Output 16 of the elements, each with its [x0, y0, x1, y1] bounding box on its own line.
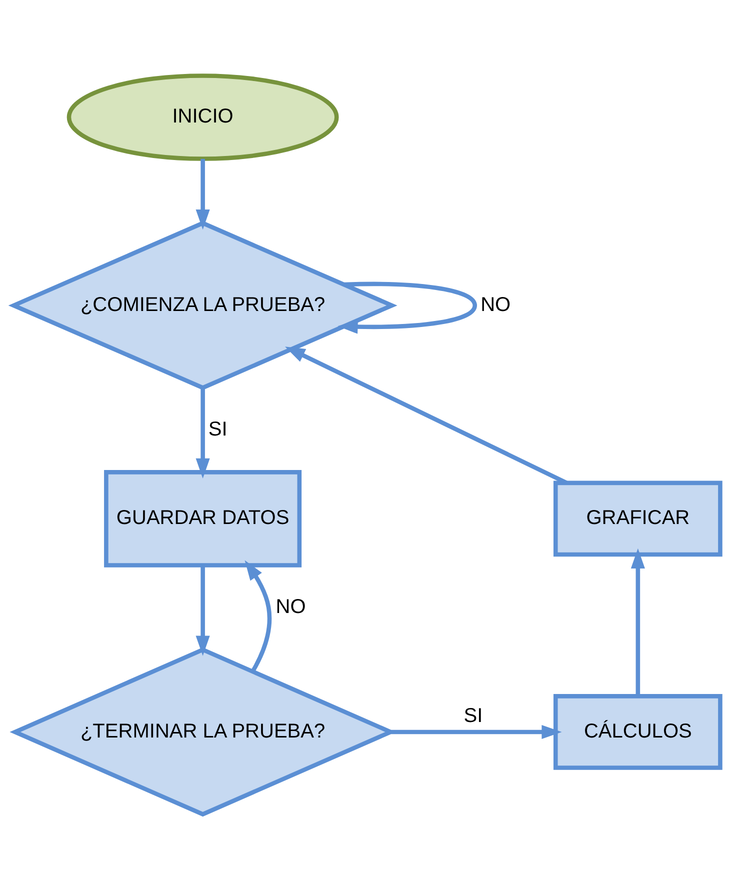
node-box: GUARDAR DATOS	[104, 470, 302, 568]
arrow	[391, 724, 562, 740]
edge-label: SI	[464, 705, 483, 728]
node-box: GRAFICAR	[553, 480, 722, 557]
arrow	[630, 548, 645, 696]
edge-label: SI	[208, 418, 228, 440]
node-box: CÁLCULOS	[553, 694, 722, 770]
arrow	[196, 565, 210, 656]
edge-label: NO	[480, 294, 511, 316]
node-diamond: ¿COMIENZA LA PRUEBA?	[8, 220, 398, 390]
arrow	[338, 282, 477, 334]
arrow	[196, 158, 210, 230]
edge-label: NO	[276, 596, 306, 618]
arrow	[196, 388, 210, 479]
node-ellipse: INICIO	[66, 74, 339, 161]
arrow	[244, 560, 272, 672]
